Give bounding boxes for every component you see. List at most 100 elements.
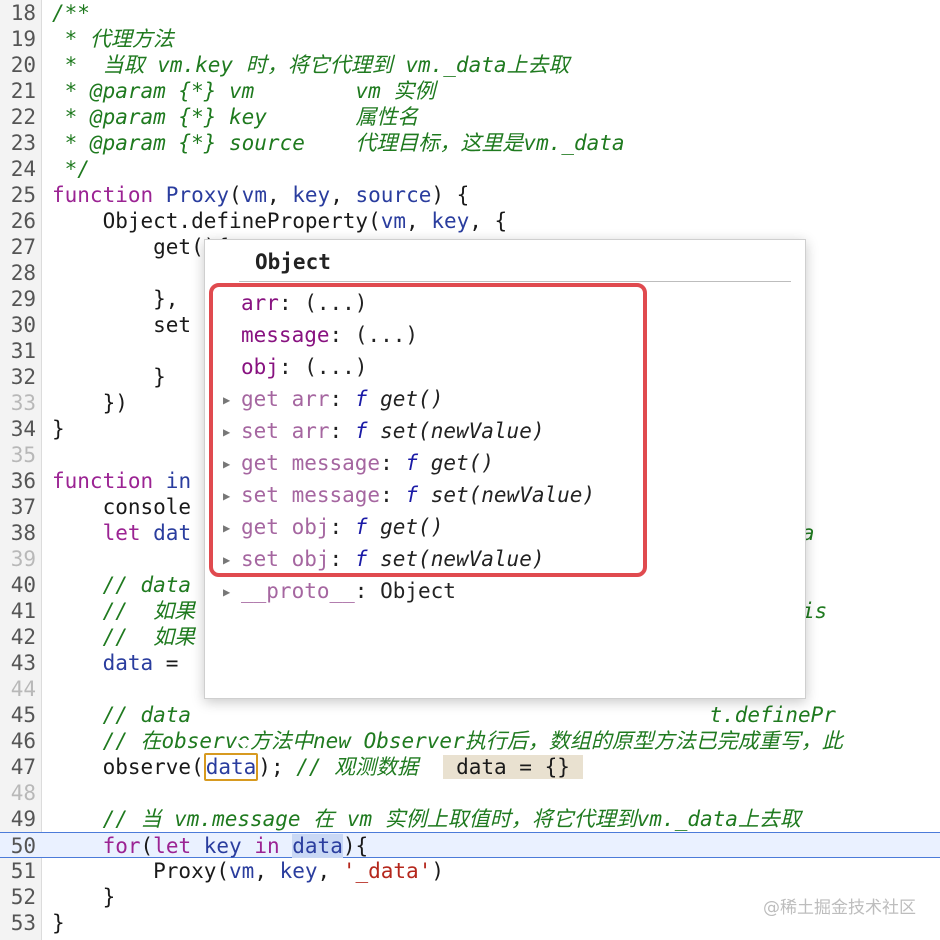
line-number: 25 bbox=[10, 183, 36, 207]
code-line[interactable]: 46 // 在observe方法中new Observer执行后，数组的原型方法… bbox=[0, 728, 940, 754]
code-line[interactable]: 49 // 当 vm.message 在 vm 实例上取值时，将它代理到vm._… bbox=[0, 806, 940, 832]
object-property[interactable]: ▶__proto__: Object bbox=[223, 575, 456, 607]
code-token: in bbox=[165, 469, 192, 493]
line-number: 49 bbox=[10, 807, 36, 831]
code-line[interactable]: 53} bbox=[0, 910, 940, 936]
code-text: * 当取 vm.key 时，将它代理到 vm._data上去取 bbox=[52, 53, 570, 77]
expand-triangle-icon[interactable]: ▶ bbox=[223, 489, 231, 503]
code-line[interactable]: 29 }, bbox=[0, 286, 940, 312]
property-key: set obj bbox=[241, 547, 330, 571]
tooltip-pointer bbox=[236, 740, 252, 749]
expand-triangle-icon[interactable]: ▶ bbox=[223, 393, 231, 407]
code-text: // 在observe方法中new Observer执行后，数组的原型方法已完成… bbox=[52, 729, 843, 753]
code-line[interactable]: 39 bbox=[0, 546, 940, 572]
code-token: data bbox=[102, 651, 154, 675]
line-number: 44 bbox=[10, 677, 36, 701]
code-token: , bbox=[330, 183, 356, 207]
code-token: ( bbox=[229, 183, 242, 207]
code-text: for(let key in data){ bbox=[52, 833, 368, 859]
expand-triangle-icon[interactable]: ▶ bbox=[223, 553, 231, 567]
code-line[interactable]: 32 } bbox=[0, 364, 940, 390]
object-property[interactable]: ▶get arr: f get() bbox=[223, 383, 443, 415]
code-text: /** bbox=[52, 1, 90, 25]
line-number: 47 bbox=[10, 755, 36, 779]
code-line[interactable]: 35 bbox=[0, 442, 940, 468]
code-text: * @param {*} vm vm 实例 bbox=[52, 79, 436, 103]
property-key: get arr bbox=[241, 387, 330, 411]
line-number: 52 bbox=[10, 885, 36, 909]
line-number: 36 bbox=[10, 469, 36, 493]
code-line[interactable]: 48 bbox=[0, 780, 940, 806]
code-token: , bbox=[317, 859, 343, 883]
line-number: 35 bbox=[10, 443, 36, 467]
code-token bbox=[52, 651, 103, 675]
object-property[interactable]: ▶set arr: f set(newValue) bbox=[223, 415, 545, 447]
code-line[interactable]: 25 function Proxy(vm, key, source) { bbox=[0, 182, 940, 208]
code-line[interactable]: 44 bbox=[0, 676, 940, 702]
line-number: 46 bbox=[10, 729, 36, 753]
line-number: 32 bbox=[10, 365, 36, 389]
code-text: // data t.definePr bbox=[52, 702, 836, 728]
expand-triangle-icon[interactable]: ▶ bbox=[223, 425, 231, 439]
tooltip-divider bbox=[239, 281, 791, 282]
code-line[interactable]: 19 * 代理方法 bbox=[0, 26, 940, 52]
property-key: message bbox=[241, 323, 330, 347]
code-token: data bbox=[203, 753, 259, 781]
object-property[interactable]: ▶get obj: f get() bbox=[223, 511, 443, 543]
code-line[interactable]: 31 bbox=[0, 338, 940, 364]
code-token: ( bbox=[140, 834, 154, 858]
code-line[interactable]: 34} bbox=[0, 416, 940, 442]
code-line[interactable]: 20 * 当取 vm.key 时，将它代理到 vm._data上去取 bbox=[0, 52, 940, 78]
line-number-gutter bbox=[0, 0, 42, 940]
code-line[interactable]: 51 Proxy(vm, key, '_data') bbox=[0, 858, 940, 884]
expand-triangle-icon[interactable]: ▶ bbox=[223, 521, 231, 535]
code-line[interactable]: 18 /** bbox=[0, 0, 940, 26]
line-number: 31 bbox=[10, 339, 36, 363]
code-line[interactable]: 21 * @param {*} vm vm 实例 bbox=[0, 78, 940, 104]
expand-triangle-icon[interactable]: ▶ bbox=[223, 585, 231, 599]
object-property[interactable]: ▶set message: f set(newValue) bbox=[223, 479, 595, 511]
code-line[interactable]: 52 } bbox=[0, 884, 940, 910]
code-token: key bbox=[279, 859, 318, 883]
code-line[interactable]: 26 Object.defineProperty(vm, key, { bbox=[0, 208, 940, 234]
code-line[interactable]: 22 * @param {*} key 属性名 bbox=[0, 104, 940, 130]
expand-triangle-icon[interactable]: ▶ bbox=[223, 457, 231, 471]
code-line[interactable]: 33 }) bbox=[0, 390, 940, 416]
line-number: 27 bbox=[10, 235, 36, 259]
object-property: arr: (...) bbox=[223, 287, 367, 319]
code-line[interactable]: 45 // data t.definePr bbox=[0, 702, 940, 728]
code-line[interactable]: 42 // 如果 bbox=[0, 624, 940, 650]
code-token: vm bbox=[380, 209, 407, 233]
code-text: }, bbox=[52, 287, 179, 311]
line-number: 28 bbox=[10, 261, 36, 285]
code-token: function bbox=[52, 183, 166, 207]
line-number: 19 bbox=[10, 27, 36, 51]
function-marker: f bbox=[405, 451, 419, 475]
object-property[interactable]: ▶set obj: f set(newValue) bbox=[223, 543, 545, 575]
function-marker: f bbox=[354, 547, 368, 571]
code-text: function Proxy(vm, key, source) { bbox=[52, 182, 469, 208]
code-line[interactable]: 28 bbox=[0, 260, 940, 286]
code-text: // 如果 bbox=[52, 624, 196, 650]
line-number: 18 bbox=[10, 1, 36, 25]
code-text: } bbox=[52, 365, 166, 389]
code-token: , bbox=[254, 859, 280, 883]
property-value: set(newValue) bbox=[380, 419, 545, 443]
object-property[interactable]: ▶get message: f get() bbox=[223, 447, 494, 479]
code-line[interactable]: 40 // data bbox=[0, 572, 940, 598]
code-token: key bbox=[292, 183, 331, 207]
code-line[interactable]: 24 */ bbox=[0, 156, 940, 182]
code-line[interactable]: 23 * @param {*} source 代理目标，这里是vm._data bbox=[0, 130, 940, 156]
code-line[interactable]: 50 for(let key in data){ bbox=[0, 832, 940, 858]
code-text: Proxy(vm, key, '_data') bbox=[52, 858, 444, 884]
property-value: get() bbox=[380, 387, 444, 411]
code-text: * @param {*} source 代理目标，这里是vm._data bbox=[52, 131, 625, 155]
code-line[interactable]: 47 observe(data); // 观测数据 data = {} bbox=[0, 753, 940, 781]
code-line[interactable]: 30 set bbox=[0, 312, 940, 338]
code-text: }) bbox=[52, 391, 128, 415]
line-number: 37 bbox=[10, 495, 36, 519]
property-separator: : bbox=[329, 515, 355, 539]
property-key: obj bbox=[241, 355, 279, 379]
function-marker: f bbox=[354, 515, 368, 539]
